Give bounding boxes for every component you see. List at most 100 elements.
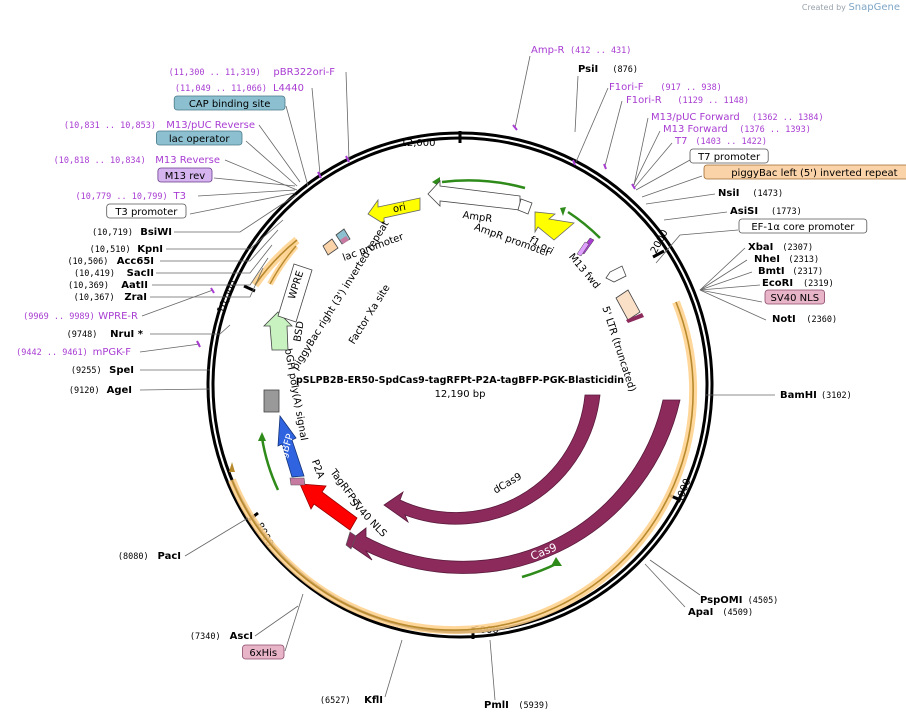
label-position: (10,818 .. 10,834) bbox=[54, 156, 146, 166]
label-name: WPRE-R bbox=[98, 311, 138, 322]
label-name: KpnI bbox=[137, 244, 163, 255]
label-noti[interactable]: NotI (2360) bbox=[772, 314, 837, 325]
plasmid-size: 12,190 bp bbox=[435, 389, 486, 400]
label-position: (5939) bbox=[518, 701, 549, 711]
label-name: AgeI bbox=[107, 385, 132, 396]
label-name: F1ori-R bbox=[626, 95, 662, 106]
leader-lines bbox=[139, 55, 775, 701]
label-t7-promoter[interactable]: T7 promoter bbox=[689, 148, 769, 164]
label-position: (11,049 .. 11,066) bbox=[175, 84, 267, 94]
label-position: (7340) bbox=[190, 632, 221, 642]
label-name: SacII bbox=[127, 268, 154, 279]
label-t3[interactable]: T3(10,779 .. 10,799) bbox=[75, 191, 186, 202]
label-bsiwi[interactable]: BsiWI(10,719) bbox=[92, 227, 172, 238]
label-name: PsiI bbox=[578, 64, 598, 75]
label-position: (4505) bbox=[748, 596, 779, 606]
label-mpgk-f[interactable]: mPGK-F(9442 .. 9461) bbox=[16, 347, 131, 358]
label-aatii[interactable]: AatII(10,369) bbox=[68, 280, 148, 291]
label-position: (10,779 .. 10,799) bbox=[75, 192, 167, 202]
label-l4440[interactable]: L4440(11,049 .. 11,066) bbox=[175, 83, 304, 94]
label-bmti[interactable]: BmtI(2317) bbox=[758, 266, 823, 277]
green-arcs bbox=[258, 177, 601, 579]
label-name: EcoRI bbox=[762, 278, 793, 289]
label-wpre-r[interactable]: WPRE-R(9969 .. 9989) bbox=[23, 311, 138, 322]
label-bamhi[interactable]: BamHI(3102) bbox=[780, 390, 852, 401]
credit-text: Created by bbox=[801, 3, 846, 12]
label-position: (2319) bbox=[803, 279, 834, 289]
label-name: ApaI bbox=[688, 607, 713, 618]
label-name: pBR322ori-F bbox=[273, 67, 335, 78]
label-zrai[interactable]: ZraI(10,367) bbox=[74, 292, 147, 303]
label-name: AsiSI bbox=[730, 206, 758, 217]
label-position: (9255) bbox=[71, 366, 102, 376]
label-name: BamHI bbox=[780, 390, 817, 401]
label-m13-forward[interactable]: M13 Forward(1376 .. 1393) bbox=[663, 124, 811, 135]
label-sv40-nls[interactable]: SV40 NLS bbox=[764, 289, 825, 305]
label-6xhis[interactable]: 6xHis bbox=[242, 644, 285, 660]
label-position: (9969 .. 9989) bbox=[23, 312, 95, 322]
label-sacii[interactable]: SacII (10,419) bbox=[74, 268, 154, 279]
label-agei[interactable]: AgeI(9120) bbox=[69, 385, 132, 396]
label-pmli[interactable]: PmlI(5939) bbox=[484, 700, 549, 711]
label-kfli[interactable]: KflI (6527) bbox=[320, 695, 383, 706]
label-pspomi[interactable]: PspOMI(4505) bbox=[700, 595, 778, 606]
label-nsii[interactable]: NsiI(1473) bbox=[718, 188, 783, 199]
label-amp-r[interactable]: Amp-R(412 .. 431) bbox=[531, 45, 631, 56]
label-name: piggyBac left (5') inverted repeat bbox=[731, 168, 897, 179]
label-name: AatII bbox=[121, 280, 148, 291]
label-position: (10,831 .. 10,853) bbox=[64, 121, 156, 131]
label-name: KflI bbox=[364, 695, 383, 706]
label-piggybac-left-5-inverted-repeat[interactable]: piggyBac left (5') inverted repeat bbox=[703, 164, 906, 180]
label-acc65i[interactable]: Acc65I(10,506) bbox=[67, 256, 154, 267]
label-name: M13/pUC Reverse bbox=[166, 120, 255, 131]
label-name: M13/pUC Forward bbox=[651, 112, 740, 123]
label-lac-operator[interactable]: lac operator bbox=[155, 130, 243, 146]
label-name: SV40 NLS bbox=[771, 293, 820, 304]
label-apai[interactable]: ApaI (4509) bbox=[688, 607, 753, 618]
label-name: BmtI bbox=[758, 266, 785, 277]
label-asci[interactable]: AscI(7340) bbox=[190, 631, 253, 642]
label-name: T7 bbox=[674, 136, 687, 147]
center-title: pSLPB2B-ER50-SpdCas9-tagRFPt-P2A-tagBFP-… bbox=[296, 375, 624, 400]
label-ef-1-core-promoter[interactable]: EF-1α core promoter bbox=[738, 218, 868, 234]
label-t7[interactable]: T7(1403 .. 1422) bbox=[674, 136, 767, 147]
label-position: (9748) bbox=[67, 330, 98, 340]
label-f1ori-r[interactable]: F1ori-R(1129 .. 1148) bbox=[626, 95, 749, 106]
label-position: (4509) bbox=[722, 608, 753, 618]
label-ecori[interactable]: EcoRI (2319) bbox=[762, 278, 834, 289]
label-position: (412 .. 431) bbox=[570, 46, 631, 56]
label-t3-promoter[interactable]: T3 promoter bbox=[106, 203, 187, 219]
ori-label: ori bbox=[392, 202, 407, 215]
label-spei[interactable]: SpeI(9255) bbox=[71, 365, 134, 376]
label-kpni[interactable]: KpnI(10,510) bbox=[90, 244, 163, 255]
label-xbai[interactable]: XbaI(2307) bbox=[748, 242, 813, 253]
label-psii[interactable]: PsiI(876) bbox=[578, 64, 638, 75]
label-f1ori-f[interactable]: F1ori-F(917 .. 938) bbox=[609, 82, 722, 93]
label-name: EF-1α core promoter bbox=[751, 222, 855, 233]
label-paci[interactable]: PacI(8080) bbox=[118, 551, 181, 562]
feature-ori: ori bbox=[367, 197, 421, 225]
label-m13-puc-reverse[interactable]: M13/pUC Reverse (10,831 .. 10,853) bbox=[64, 120, 255, 131]
label-name: M13 rev bbox=[165, 171, 206, 182]
label-cap-binding-site[interactable]: CAP binding site bbox=[173, 95, 286, 111]
right-label-column: Amp-R(412 .. 431) PsiI(876) F1ori-F(917 ..… bbox=[484, 45, 906, 711]
label-m13-reverse[interactable]: M13 Reverse(10,818 .. 10,834) bbox=[54, 155, 220, 166]
label-name: lac operator bbox=[169, 134, 230, 145]
label-name: NotI bbox=[772, 314, 796, 325]
feature-m13-fwd: M13 fwd bbox=[566, 237, 602, 291]
label-position: (6527) bbox=[320, 696, 351, 706]
label-nrui[interactable]: NruI *(9748) bbox=[67, 329, 144, 340]
label-m13-puc-forward[interactable]: M13/pUC Forward(1362 .. 1384) bbox=[651, 112, 824, 123]
cas9-label: Cas9 bbox=[529, 541, 559, 563]
label-asisi[interactable]: AsiSI(1773) bbox=[730, 206, 802, 217]
label-position: (2307) bbox=[782, 243, 813, 253]
label-pbr322ori-f[interactable]: pBR322ori-F(11,300 .. 11,319) bbox=[169, 67, 336, 78]
label-position: (10,419) bbox=[74, 269, 115, 279]
cas9-arcs: Cas9 dCas9 bbox=[346, 394, 681, 574]
label-position: (9442 .. 9461) bbox=[16, 348, 88, 358]
label-position: (1473) bbox=[752, 189, 783, 199]
label-position: (2360) bbox=[806, 315, 837, 325]
bsd-label: BSD bbox=[292, 320, 306, 343]
label-m13-rev[interactable]: M13 rev bbox=[157, 167, 213, 183]
label-nhei[interactable]: NheI(2313) bbox=[754, 254, 819, 265]
